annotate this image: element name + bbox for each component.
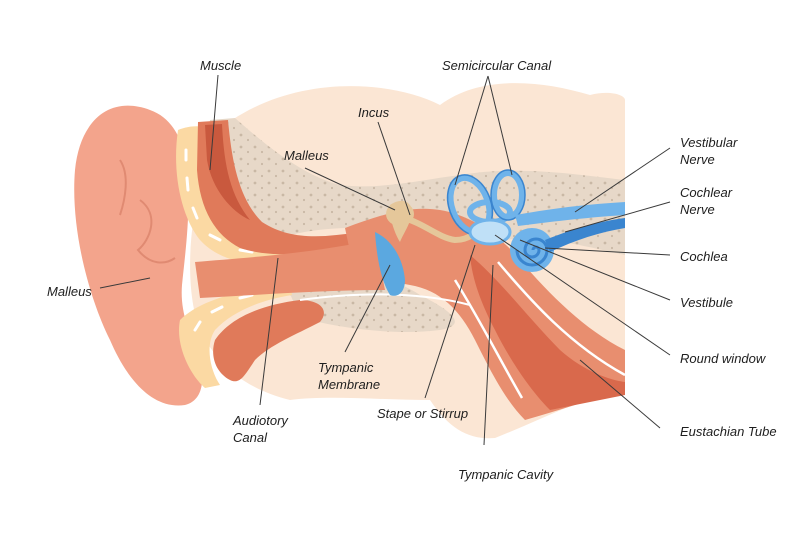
- label-vestibular-nerve-line1: Vestibular: [680, 135, 738, 150]
- label-cochlear-nerve-line1: Cochlear: [680, 185, 733, 200]
- label-round-window: Round window: [680, 351, 766, 366]
- label-audiotory-canal-line1: Audiotory: [233, 413, 288, 428]
- leader-lines: [99, 74, 671, 446]
- label-cochlear-nerve-line2: Nerve: [680, 202, 715, 217]
- canal-highlight: [299, 293, 471, 306]
- label-malleus-left: Malleus: [47, 284, 92, 299]
- label-eustachian-tube: Eustachian Tube: [680, 424, 777, 439]
- label-audiotory-canal-line2: Canal: [233, 430, 267, 445]
- label-tympanic-membrane-line2: Membrane: [318, 377, 381, 392]
- label-tympanic-membrane-line1: Tympanic: [318, 360, 374, 375]
- muscle-upper-shade: [205, 124, 250, 220]
- label-cochlea: Cochlea: [680, 249, 728, 264]
- label-tympanic-membrane: Tympanic Membrane: [318, 359, 380, 393]
- label-vestibule: Vestibule: [680, 295, 733, 310]
- eustachian-tube-shape: [470, 255, 625, 410]
- label-malleus-upper: Malleus: [284, 148, 329, 163]
- cartilage-lower: [179, 282, 292, 388]
- label-vestibular-nerve: Vestibular Nerve: [680, 134, 737, 168]
- label-tympanic-cavity: Tympanic Cavity: [458, 467, 554, 482]
- auditory-canal: [195, 240, 385, 298]
- tympanic-membrane-shape: [375, 232, 405, 296]
- muscle-lower: [213, 300, 324, 382]
- vestibule-shape: [468, 218, 512, 246]
- auricle-fold: [119, 159, 127, 216]
- label-muscle: Muscle: [200, 58, 242, 73]
- cochlear-nerve-shape: [545, 218, 625, 252]
- cartilage-highlight-lower: [193, 293, 254, 332]
- vestibular-nerve-shape: [515, 202, 625, 226]
- label-semicircular-canal: Semicircular Canal: [442, 58, 552, 73]
- label-incus: Incus: [358, 105, 390, 120]
- label-stape-or-stirrup: Stape or Stirrup: [377, 406, 469, 421]
- tube-highlight-2: [497, 261, 626, 377]
- auricle: [74, 105, 203, 406]
- muscle-upper: [197, 120, 360, 255]
- cartilage-highlight-upper: [184, 148, 254, 254]
- label-vestibular-nerve-line2: Nerve: [680, 152, 715, 167]
- cochlea-shape: [510, 228, 554, 272]
- auricle-fold-2: [136, 199, 176, 264]
- label-cochlear-nerve: Cochlear Nerve: [680, 184, 732, 218]
- label-audiotory-canal: Audiotory Canal: [233, 412, 288, 446]
